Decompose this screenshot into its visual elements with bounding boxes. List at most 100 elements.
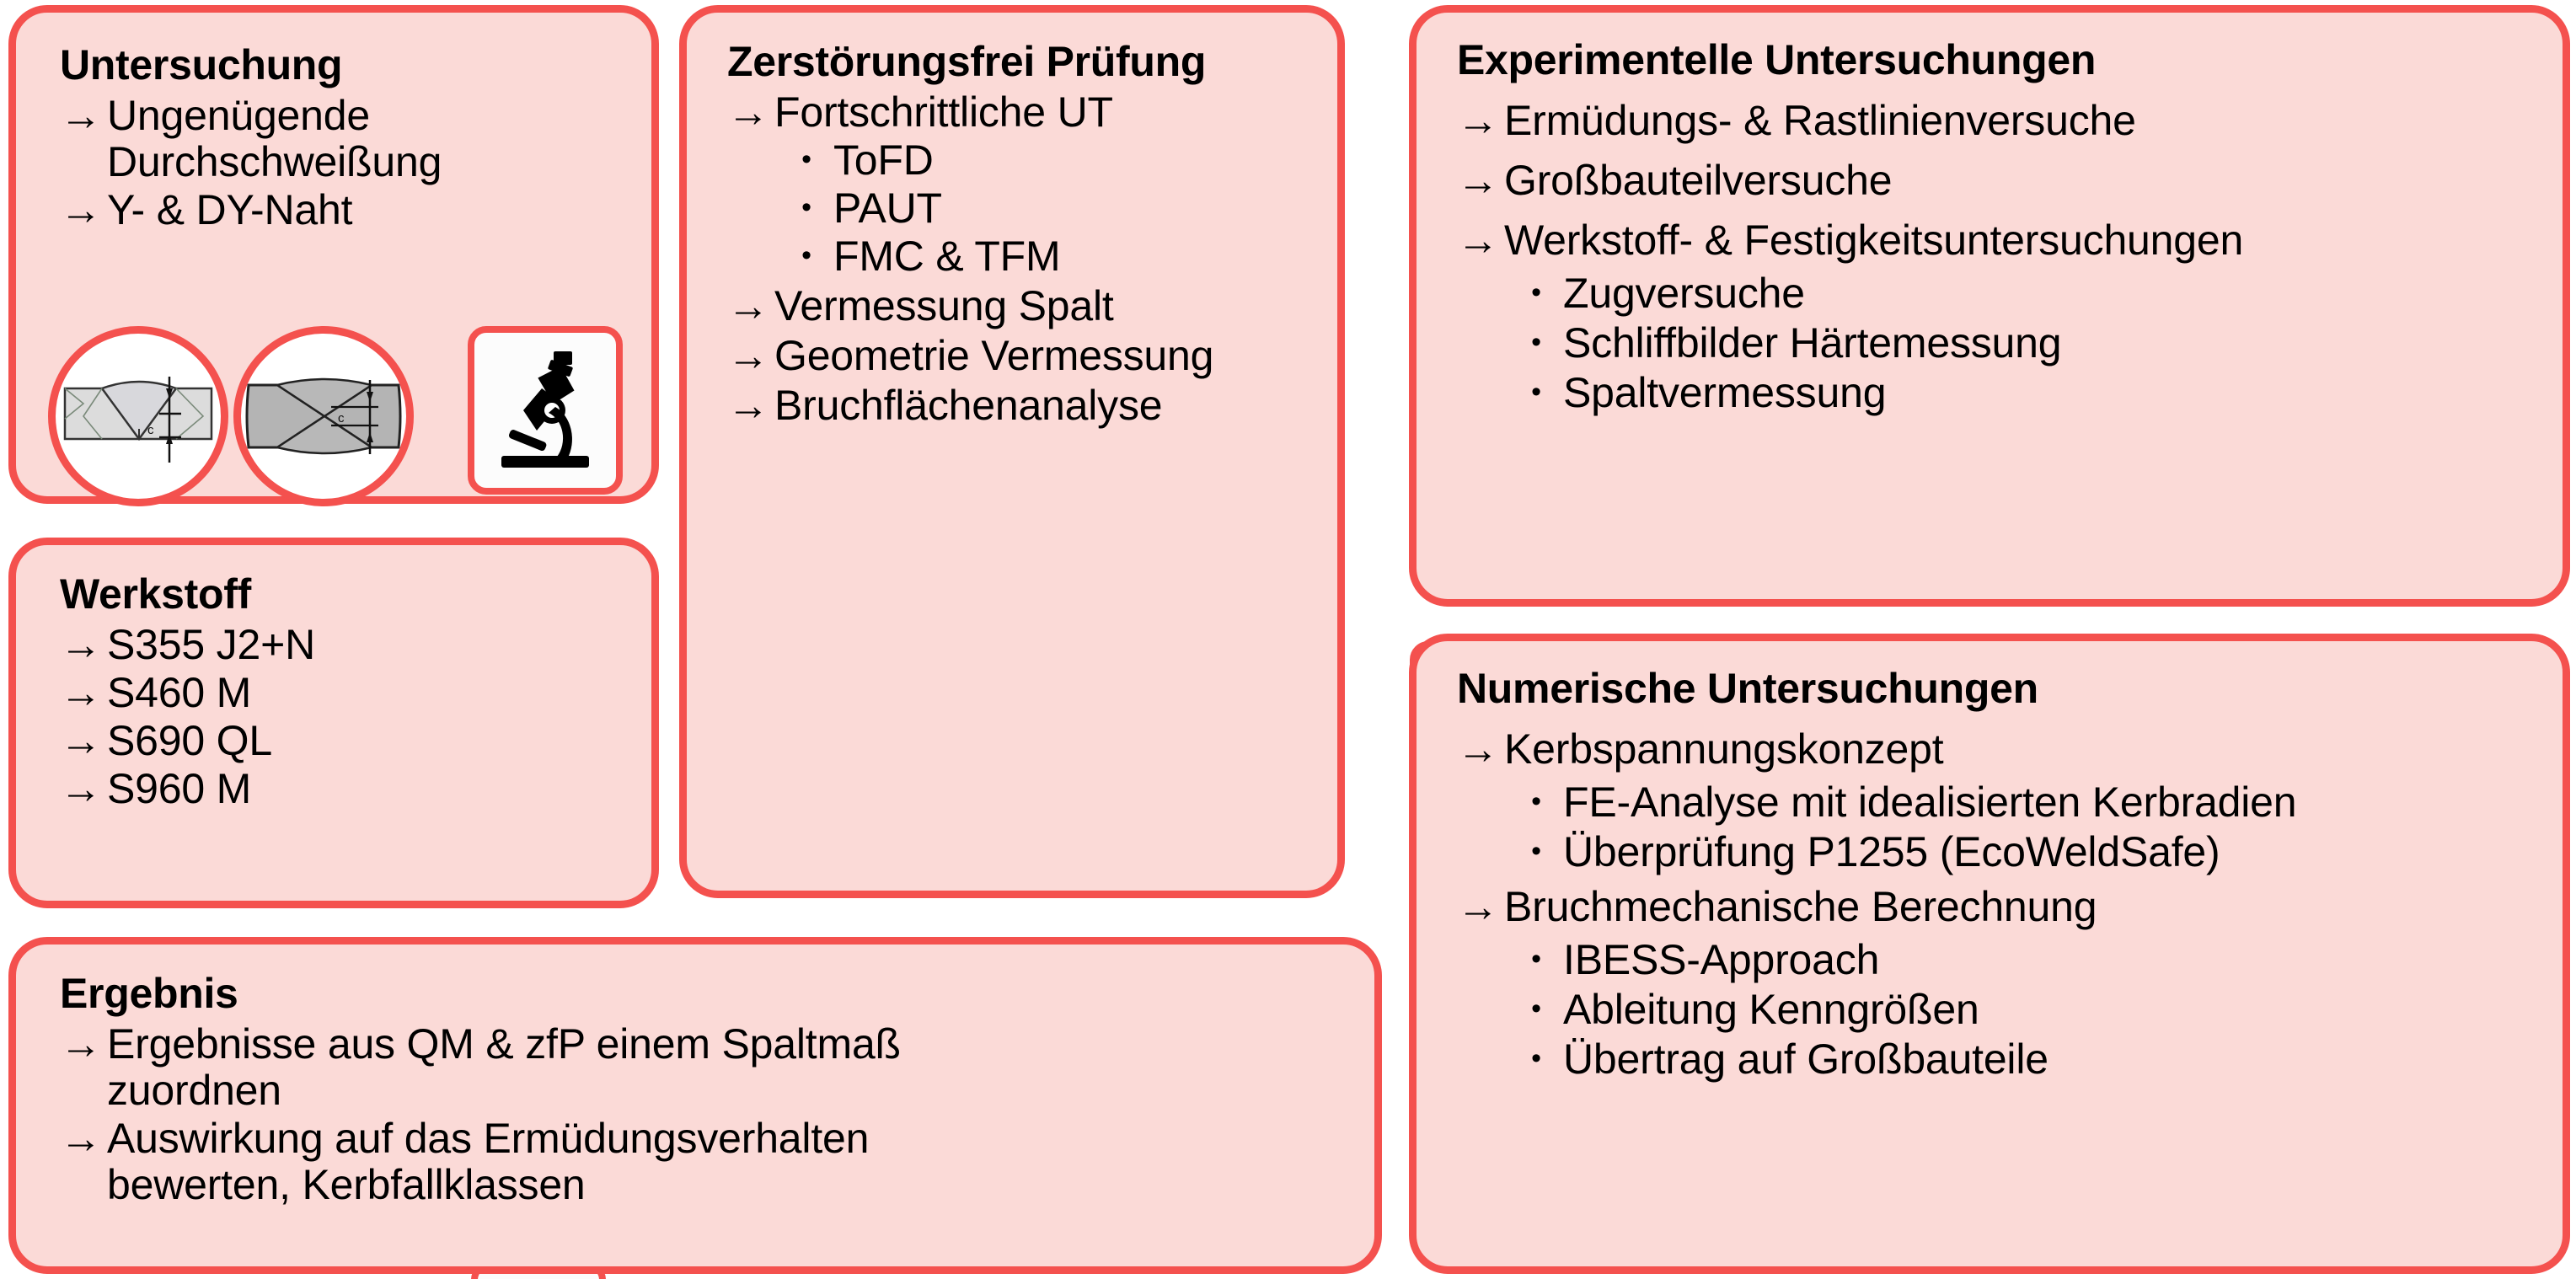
panel-untersuchung-content: Untersuchung → Ungenügende Durchschweißu…	[60, 43, 635, 233]
list-item-label: Spaltvermessung	[1563, 369, 1887, 416]
panel-untersuchung-title: Untersuchung	[60, 41, 343, 88]
bullet-dot-icon: •	[1531, 376, 1541, 408]
list-item-label: Ergebnisse aus QM & zfP einem Spaltmaß z…	[107, 1020, 901, 1114]
arrow-marker-icon: →	[60, 92, 102, 139]
list-item: • Spaltvermessung	[1509, 370, 2546, 416]
list-item: → S355 J2+N	[60, 622, 635, 668]
panel-numerische-untersuchungen: Numerische Untersuchungen → Kerbspannung…	[1409, 634, 2570, 1274]
arrow-marker-icon: →	[727, 382, 769, 429]
bullet-dot-icon: •	[1531, 1042, 1541, 1074]
arrow-marker-icon: →	[727, 282, 769, 329]
panel-zfp-content: Zerstörungsfrei Prüfung → Fortschrittlic…	[727, 40, 1322, 429]
panel-ergebnis-title: Ergebnis	[60, 970, 238, 1017]
list-item-label: Ermüdungs- & Rastlinienversuche	[1504, 97, 2136, 144]
panel-zerstoerungsfrei-pruefung: Zerstörungsfrei Prüfung → Fortschrittlic…	[679, 5, 2018, 898]
bullet-dot-icon: •	[1531, 785, 1541, 817]
list-item: • Ableitung Kenngrößen	[1509, 987, 2546, 1033]
arrow-marker-icon: →	[60, 1115, 102, 1162]
list-item-label: Übertrag auf Großbauteile	[1563, 1036, 2048, 1083]
list-item-label: Überprüfung P1255 (EcoWeldSafe)	[1563, 828, 2220, 875]
panel-experimentelle-untersuchungen: Experimentelle Untersuchungen → Ermüdung…	[1409, 5, 2570, 607]
list-item-label: S960 M	[107, 765, 252, 812]
sub-list: • ToFD • PAUT • FMC & TFM	[779, 137, 1322, 280]
svg-text:c: c	[147, 423, 154, 437]
list-item: → Ermüdungs- & Rastlinienversuche	[1457, 98, 2546, 144]
sub-list: • Zugversuche • Schliffbilder Härtemessu…	[1509, 270, 2546, 416]
arrow-marker-icon: →	[60, 186, 102, 233]
bullet-dot-icon: •	[801, 191, 811, 223]
list-item: → Bruchmechanische Berechnung	[1457, 884, 2546, 930]
panel-numerische-content: Numerische Untersuchungen → Kerbspannung…	[1457, 666, 2546, 1083]
list-item-label: Vermessung Spalt	[774, 282, 1114, 329]
list-item: • PAUT	[779, 185, 1322, 232]
panel-numerische-title: Numerische Untersuchungen	[1457, 665, 2038, 712]
list-item: → Geometrie Vermessung	[727, 333, 1322, 379]
panel-werkstoff-content: Werkstoff → S355 J2+N → S460 M → S690 QL…	[60, 572, 635, 812]
list-item: • Übertrag auf Großbauteile	[1509, 1036, 2546, 1083]
panel-experimentelle-content: Experimentelle Untersuchungen → Ermüdung…	[1457, 38, 2546, 416]
list-item: • FE-Analyse mit idealisierten Kerbradie…	[1509, 779, 2546, 826]
weld-section-y-icon: c	[48, 326, 228, 506]
list-item-label: Zugversuche	[1563, 270, 1805, 317]
list-item: → Großbauteilversuche	[1457, 158, 2546, 204]
arrow-marker-icon: →	[1457, 725, 1499, 773]
arrow-marker-icon: →	[1457, 883, 1499, 930]
list-item: • Überprüfung P1255 (EcoWeldSafe)	[1509, 829, 2546, 875]
list-item-label: Großbauteilversuche	[1504, 157, 1893, 204]
list-item: → S460 M	[60, 670, 635, 716]
list-item-label: Auswirkung auf das Ermüdungsverhalten be…	[107, 1115, 870, 1208]
list-item: • FMC & TFM	[779, 233, 1322, 280]
list-item: • Schliffbilder Härtemessung	[1509, 320, 2546, 367]
list-item: → Bruchflächenanalyse	[727, 383, 1322, 429]
arrow-marker-icon: →	[60, 621, 102, 668]
list-item: → S960 M	[60, 766, 635, 812]
list-item: → S690 QL	[60, 718, 635, 764]
list-item-label: IBESS-Approach	[1563, 936, 1880, 983]
list-item: • ToFD	[779, 137, 1322, 184]
list-item: • Zugversuche	[1509, 270, 2546, 317]
list-item-label: Fortschrittliche UT	[774, 88, 1113, 136]
arrow-marker-icon: →	[60, 717, 102, 764]
arrow-marker-icon: →	[60, 1020, 102, 1068]
list-item-label: Y- & DY-Naht	[107, 186, 353, 233]
list-item-label: Bruchmechanische Berechnung	[1504, 883, 2097, 930]
list-item-label: Geometrie Vermessung	[774, 332, 1214, 379]
bullet-dot-icon: •	[1531, 835, 1541, 867]
list-item-label: Kerbspannungskonzept	[1504, 725, 1944, 773]
list-item: → Vermessung Spalt	[727, 283, 1322, 329]
bullet-dot-icon: •	[1531, 943, 1541, 975]
panel-zfp-title: Zerstörungsfrei Prüfung	[727, 38, 1207, 85]
list-item: • IBESS-Approach	[1509, 937, 2546, 983]
list-item: → Ungenügende Durchschweißung	[60, 93, 635, 185]
arrow-marker-icon: →	[60, 669, 102, 716]
weld-section-dy-icon: c	[233, 326, 414, 506]
arrow-marker-icon: →	[1457, 157, 1499, 204]
list-item-label: FE-Analyse mit idealisierten Kerbradien	[1563, 779, 2297, 826]
list-item-label: ToFD	[833, 136, 934, 184]
bullet-dot-icon: •	[1531, 276, 1541, 308]
svg-text:c: c	[338, 411, 345, 425]
list-item: → Auswirkung auf das Ermüdungsverhalten …	[60, 1116, 1071, 1208]
list-item-label: S355 J2+N	[107, 621, 315, 668]
panel-werkstoff-title: Werkstoff	[60, 570, 251, 618]
panel-ergebnis-content: Ergebnis → Ergebnisse aus QM & zfP einem…	[60, 971, 1071, 1208]
panel-untersuchung: Untersuchung → Ungenügende Durchschweißu…	[8, 5, 659, 506]
panel-werkstoff: Werkstoff → S355 J2+N → S460 M → S690 QL…	[8, 538, 659, 1279]
list-item: → Werkstoff- & Festigkeitsuntersuchungen	[1457, 217, 2546, 264]
list-item-label: S460 M	[107, 669, 252, 716]
bullet-dot-icon: •	[801, 239, 811, 271]
microscope-icon	[468, 326, 623, 495]
bullet-dot-icon: •	[1531, 326, 1541, 358]
bullet-dot-icon: •	[801, 143, 811, 175]
panel-ergebnis: Ergebnis → Ergebnisse aus QM & zfP einem…	[8, 937, 1382, 1274]
arrow-marker-icon: →	[727, 88, 769, 136]
panel-experimentelle-title: Experimentelle Untersuchungen	[1457, 36, 2097, 83]
arrow-marker-icon: →	[60, 765, 102, 812]
arrow-marker-icon: →	[1457, 97, 1499, 144]
list-item: → Fortschrittliche UT	[727, 89, 1322, 136]
list-item: → Ergebnisse aus QM & zfP einem Spaltmaß…	[60, 1021, 1071, 1114]
sub-list: • IBESS-Approach • Ableitung Kenngrößen …	[1509, 937, 2546, 1083]
list-item-label: S690 QL	[107, 717, 272, 764]
sub-list: • FE-Analyse mit idealisierten Kerbradie…	[1509, 779, 2546, 875]
